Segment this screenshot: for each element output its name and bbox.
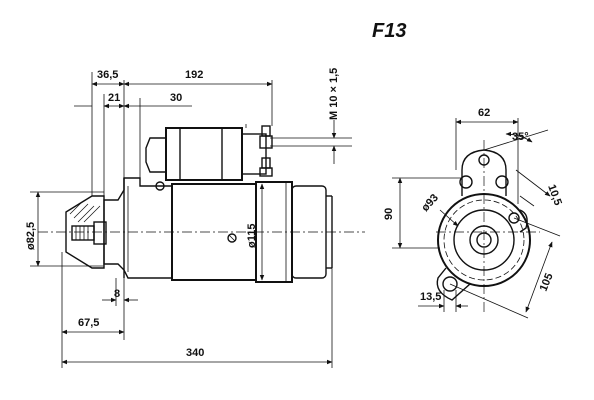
dim-13-5: 13,5 bbox=[420, 291, 441, 303]
side-view: 36,5 192 21 30 M 10 × 1,5 ø82,5 ø115 bbox=[25, 68, 365, 368]
dim-82-5: ø82,5 bbox=[25, 222, 37, 250]
dim-62: 62 bbox=[478, 107, 490, 119]
dim-67-5: 67,5 bbox=[78, 317, 99, 329]
mounting-flange bbox=[103, 177, 173, 279]
dim-10-5: 10,5 bbox=[545, 183, 564, 207]
drawing-title: F13 bbox=[372, 20, 406, 42]
dim-192: 192 bbox=[185, 69, 203, 81]
dim-340: 340 bbox=[186, 347, 204, 359]
dim-30: 30 bbox=[170, 92, 182, 104]
dim-90: 90 bbox=[383, 208, 395, 220]
end-view bbox=[392, 118, 561, 319]
dim-m10: M 10 × 1,5 bbox=[328, 68, 340, 120]
dim-8: 8 bbox=[114, 288, 120, 300]
dim-21: 21 bbox=[108, 92, 120, 104]
dim-105: 105 bbox=[538, 272, 556, 294]
motor-body bbox=[155, 181, 333, 283]
dimension-lines-top bbox=[74, 72, 337, 196]
dimension-lines-bottom bbox=[61, 252, 333, 368]
dim-115: ø115 bbox=[246, 224, 258, 248]
dim-93: ø93 bbox=[419, 192, 441, 214]
solenoid bbox=[145, 124, 352, 181]
dim-35-deg: 35° bbox=[512, 131, 529, 143]
dim-36-5: 36,5 bbox=[97, 69, 118, 81]
dimension-lines-left bbox=[30, 191, 104, 267]
